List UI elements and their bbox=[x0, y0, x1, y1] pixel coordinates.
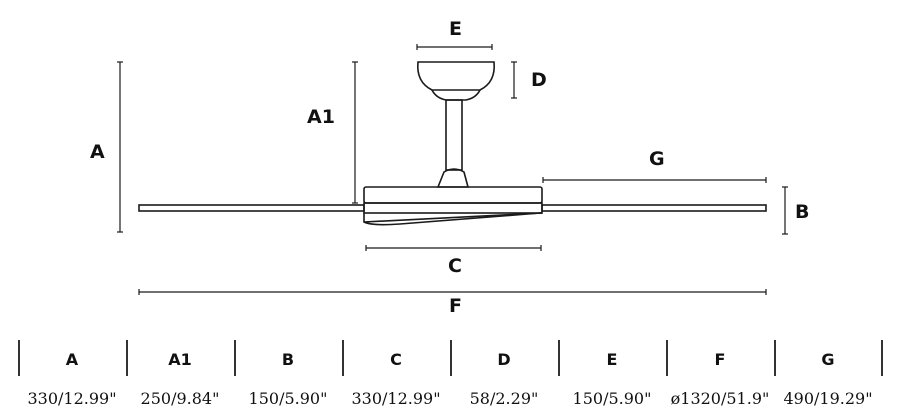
label-a1: A1 bbox=[307, 106, 335, 128]
column-value: 330/12.99" bbox=[351, 389, 441, 408]
column-header: A bbox=[65, 350, 79, 369]
label-a: A bbox=[90, 141, 105, 163]
blade-right bbox=[541, 204, 767, 212]
column-header: D bbox=[497, 350, 511, 369]
column-separator bbox=[342, 340, 344, 376]
column-value: 330/12.99" bbox=[27, 389, 117, 408]
column-header: F bbox=[714, 350, 726, 369]
column-separator bbox=[881, 340, 883, 376]
table-column-g: G 490/19.29" bbox=[774, 338, 882, 418]
label-b: B bbox=[795, 201, 809, 223]
dimension-table: A 330/12.99" A1 250/9.84" B 150/5.90" C … bbox=[18, 338, 883, 418]
column-value: 490/19.29" bbox=[783, 389, 873, 408]
column-header: A1 bbox=[168, 350, 192, 369]
table-column-a: A 330/12.99" bbox=[18, 338, 126, 418]
blade-left bbox=[138, 204, 365, 212]
column-separator bbox=[18, 340, 20, 376]
column-separator bbox=[126, 340, 128, 376]
canopy bbox=[416, 61, 496, 91]
column-value: ø1320/51.9" bbox=[670, 389, 770, 408]
canopy-collar bbox=[431, 89, 481, 101]
label-c: C bbox=[448, 255, 462, 277]
column-header: G bbox=[821, 350, 835, 369]
column-header: B bbox=[281, 350, 295, 369]
column-separator bbox=[666, 340, 668, 376]
motor-cap bbox=[436, 168, 470, 188]
table-column-a1: A1 250/9.84" bbox=[126, 338, 234, 418]
column-value: 150/5.90" bbox=[572, 389, 652, 408]
blade-mount bbox=[363, 202, 543, 214]
table-column-f: F ø1320/51.9" bbox=[666, 338, 774, 418]
column-value: 150/5.90" bbox=[248, 389, 328, 408]
column-separator bbox=[774, 340, 776, 376]
fan-dimension-diagram: A A1 E D G B C F bbox=[90, 18, 809, 317]
column-header: E bbox=[606, 350, 618, 369]
light-bowl-lower bbox=[363, 212, 543, 223]
label-e: E bbox=[449, 18, 462, 40]
column-separator bbox=[558, 340, 560, 376]
motor-body bbox=[363, 186, 543, 204]
column-value: 58/2.29" bbox=[469, 389, 539, 408]
column-separator bbox=[234, 340, 236, 376]
column-separator bbox=[450, 340, 452, 376]
column-header: C bbox=[390, 350, 402, 369]
column-value: 250/9.84" bbox=[140, 389, 220, 408]
label-f: F bbox=[449, 295, 462, 317]
label-d: D bbox=[531, 69, 547, 91]
table-column-c: C 330/12.99" bbox=[342, 338, 450, 418]
table-column-d: D 58/2.29" bbox=[450, 338, 558, 418]
downrod bbox=[445, 99, 463, 171]
table-column-b: B 150/5.90" bbox=[234, 338, 342, 418]
dimension-lines bbox=[117, 44, 788, 295]
label-g: G bbox=[649, 148, 665, 170]
ceiling-fan-drawing bbox=[138, 61, 767, 226]
table-column-e: E 150/5.90" bbox=[558, 338, 666, 418]
